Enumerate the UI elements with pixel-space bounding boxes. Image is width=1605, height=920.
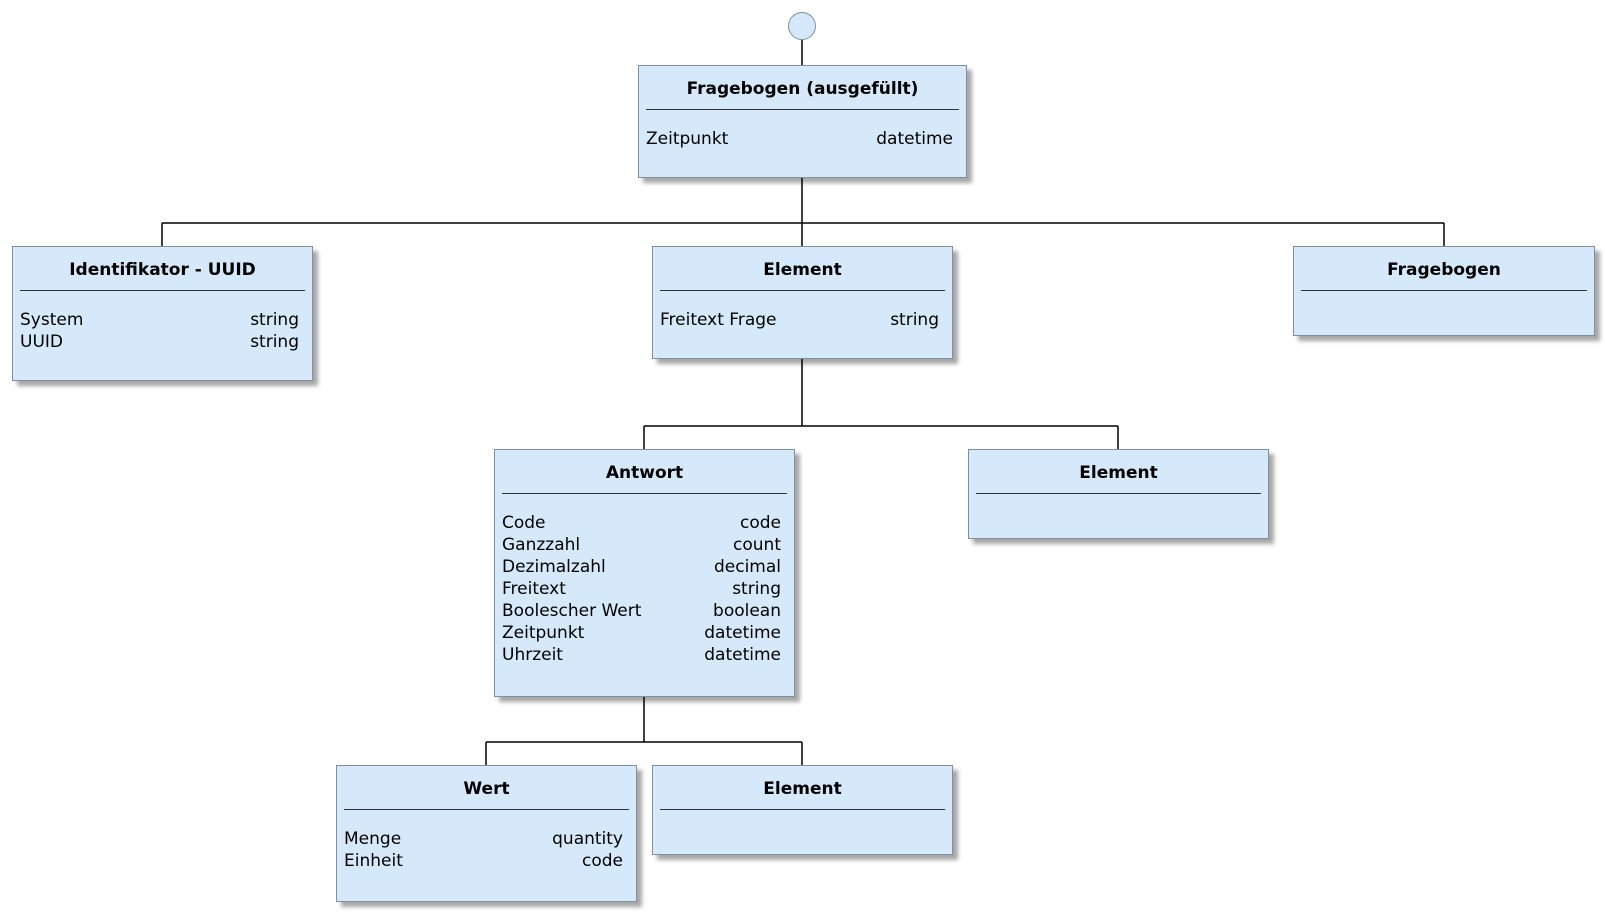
- node-antwort: Antwort Code code Ganzzahl count Dezimal…: [494, 449, 795, 697]
- attribute-row: Boolescher Wert boolean: [502, 600, 781, 622]
- attribute-row: Einheit code: [344, 850, 623, 872]
- node-title: Element: [660, 247, 945, 291]
- attribute-row: Zeitpunkt datetime: [502, 622, 781, 644]
- attribute-type: quantity: [552, 829, 623, 849]
- node-title: Fragebogen (ausgefüllt): [646, 66, 959, 110]
- node-wert: Wert Menge quantity Einheit code: [336, 765, 637, 902]
- node-element-sub: Element: [968, 449, 1269, 539]
- attribute-row: Code code: [502, 512, 781, 534]
- attribute-name: Zeitpunkt: [502, 623, 585, 643]
- attribute-name: Menge: [344, 829, 402, 849]
- attribute-list: System string UUID string: [13, 291, 312, 353]
- attribute-name: Einheit: [344, 851, 403, 871]
- attribute-list: Menge quantity Einheit code: [337, 810, 636, 872]
- attribute-type: string: [250, 310, 299, 330]
- start-node: [788, 12, 816, 40]
- node-title: Element: [976, 450, 1261, 494]
- node-fragebogen: Fragebogen: [1293, 246, 1595, 336]
- attribute-type: datetime: [704, 645, 781, 665]
- attribute-name: System: [20, 310, 84, 330]
- attribute-name: Zeitpunkt: [646, 129, 729, 149]
- node-element-antwort: Element: [652, 765, 953, 855]
- node-identifikator-uuid: Identifikator - UUID System string UUID …: [12, 246, 313, 381]
- attribute-name: Uhrzeit: [502, 645, 563, 665]
- attribute-type: count: [733, 535, 781, 555]
- attribute-name: Dezimalzahl: [502, 557, 606, 577]
- attribute-row: Zeitpunkt datetime: [646, 128, 953, 150]
- attribute-type: string: [250, 332, 299, 352]
- attribute-row: Dezimalzahl decimal: [502, 556, 781, 578]
- attribute-type: string: [732, 579, 781, 599]
- node-title: Element: [660, 766, 945, 810]
- attribute-name: Code: [502, 513, 546, 533]
- attribute-row: Freitext Frage string: [660, 309, 939, 331]
- attribute-name: Ganzzahl: [502, 535, 581, 555]
- attribute-name: Freitext Frage: [660, 310, 777, 330]
- attribute-list: Code code Ganzzahl count Dezimalzahl dec…: [495, 494, 794, 666]
- attribute-row: Menge quantity: [344, 828, 623, 850]
- node-title: Identifikator - UUID: [20, 247, 305, 291]
- node-title: Antwort: [502, 450, 787, 494]
- node-title: Fragebogen: [1301, 247, 1587, 291]
- attribute-type: decimal: [713, 557, 781, 577]
- attribute-row: UUID string: [20, 331, 299, 353]
- node-fragebogen-ausgefuellt: Fragebogen (ausgefüllt) Zeitpunkt dateti…: [638, 65, 967, 178]
- attribute-type: code: [740, 513, 781, 533]
- attribute-row: System string: [20, 309, 299, 331]
- attribute-type: datetime: [876, 129, 953, 149]
- attribute-type: code: [582, 851, 623, 871]
- attribute-name: Freitext: [502, 579, 566, 599]
- attribute-list: Freitext Frage string: [653, 291, 952, 331]
- attribute-type: string: [890, 310, 939, 330]
- node-title: Wert: [344, 766, 629, 810]
- attribute-name: UUID: [20, 332, 63, 352]
- attribute-list: Zeitpunkt datetime: [639, 110, 966, 150]
- attribute-row: Uhrzeit datetime: [502, 644, 781, 666]
- attribute-row: Freitext string: [502, 578, 781, 600]
- attribute-row: Ganzzahl count: [502, 534, 781, 556]
- attribute-type: datetime: [704, 623, 781, 643]
- node-element-freitext: Element Freitext Frage string: [652, 246, 953, 359]
- attribute-name: Boolescher Wert: [502, 601, 642, 621]
- attribute-type: boolean: [713, 601, 781, 621]
